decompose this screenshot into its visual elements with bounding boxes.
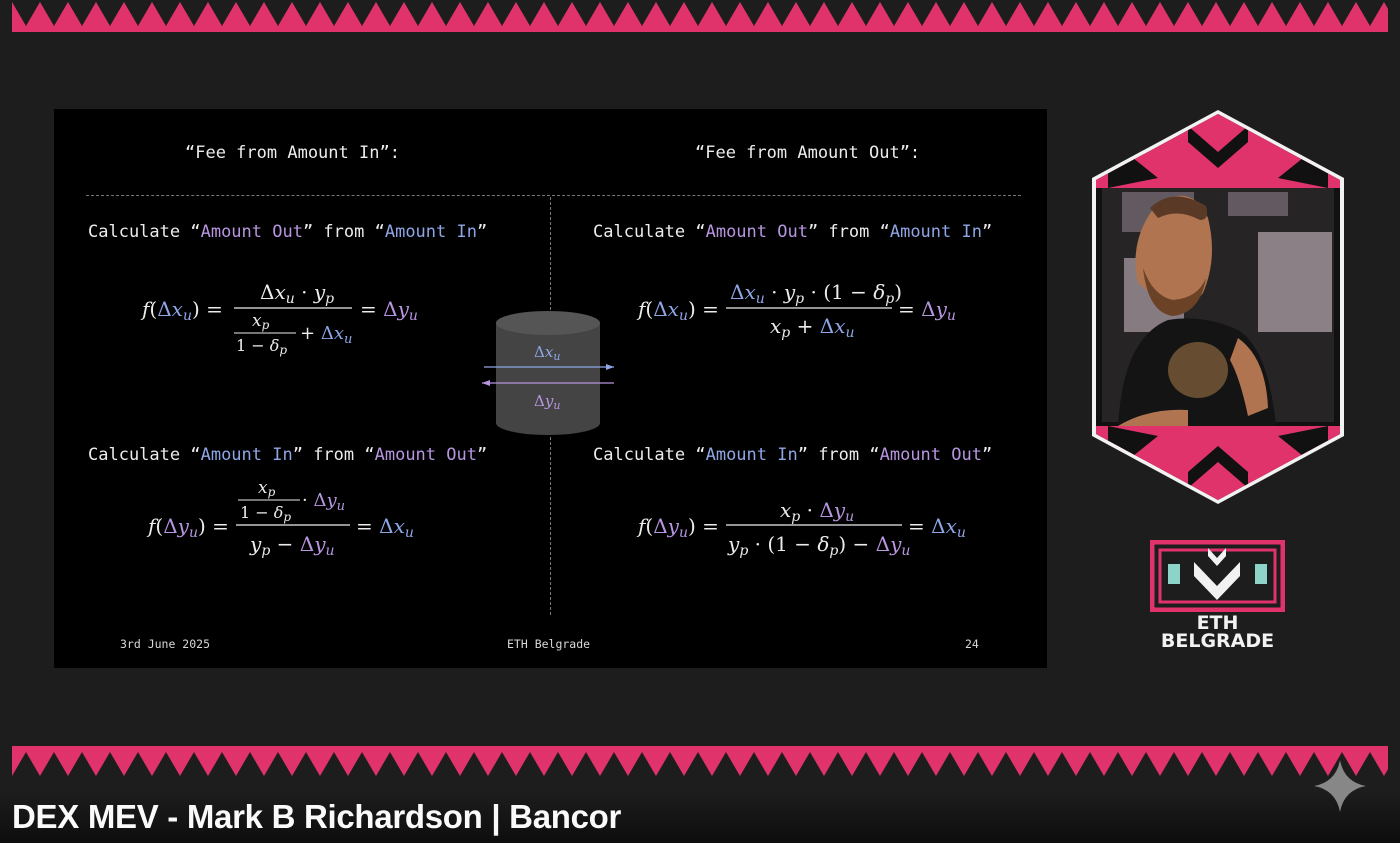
svg-text:= Δyu: = Δyu — [898, 297, 956, 324]
svg-text:+ Δxu: + Δxu — [300, 323, 352, 347]
formula-right-amount-out: f(Δxu) = Δxu · yp · (1 − δp) xp + Δxu = … — [636, 280, 956, 341]
left-calc-amount-out-label: Calculate “Amount Out” from “Amount In” — [88, 222, 488, 242]
svg-text:= Δxu: = Δxu — [908, 514, 966, 541]
slide-footer-date: 3rd June 2025 — [120, 637, 211, 651]
svg-text:xp: xp — [258, 478, 276, 499]
horizontal-divider — [86, 195, 1021, 196]
right-calc-amount-out-label: Calculate “Amount Out” from “Amount In” — [593, 222, 993, 242]
svg-text:f(Δxu) =: f(Δxu) = — [636, 297, 719, 324]
svg-text:f(Δyu) =: f(Δyu) = — [636, 514, 719, 541]
right-column-heading: “Fee from Amount Out”: — [695, 143, 921, 163]
left-calc-amount-in-label: Calculate “Amount In” from “Amount Out” — [88, 445, 488, 465]
svg-text:yp − Δyu: yp − Δyu — [249, 532, 335, 559]
formula-left-amount-out: f(Δxu) = Δxu · yp xp 1 − δp + Δxu = Δyu — [140, 280, 418, 357]
title-gradient — [0, 790, 1400, 843]
svg-text:1 − δp: 1 − δp — [240, 503, 291, 524]
slide-page-number: 24 — [965, 637, 979, 651]
svg-text:xp: xp — [252, 311, 270, 332]
video-title: DEX MEV - Mark B Richardson | Bancor — [12, 798, 622, 835]
left-column-heading: “Fee from Amount In”: — [185, 143, 400, 163]
zigzag-border-bottom — [12, 746, 1388, 776]
svg-text:= Δyu: = Δyu — [360, 297, 418, 324]
svg-text:· Δyu: · Δyu — [302, 490, 345, 514]
svg-text:Δxu · yp · (1 − δp): Δxu · yp · (1 − δp) — [730, 280, 902, 307]
eth-belgrade-logo-icon — [1150, 540, 1285, 612]
svg-text:yp · (1 − δp) − Δyu: yp · (1 − δp) − Δyu — [727, 532, 910, 559]
svg-text:f(Δyu) =: f(Δyu) = — [146, 514, 229, 541]
speaker-badge-image — [1092, 110, 1344, 504]
formula-right-amount-in: f(Δyu) = xp · Δyu yp · (1 − δp) − Δyu = … — [636, 498, 966, 559]
svg-text:xp + Δxu: xp + Δxu — [770, 314, 855, 341]
svg-text:xp · Δyu: xp · Δyu — [780, 498, 854, 525]
svg-text:f(Δxu) =: f(Δxu) = — [140, 297, 223, 324]
zigzag-border-top — [12, 2, 1388, 32]
eth-belgrade-logo-text: ETH BELGRADE — [1160, 612, 1275, 652]
pool-cylinder-icon: Δxu Δyu — [482, 311, 614, 435]
presentation-slide: “Fee from Amount In”: “Fee from Amount O… — [54, 109, 1047, 668]
svg-text:Δxu · yp: Δxu · yp — [260, 280, 334, 307]
svg-text:= Δxu: = Δxu — [356, 514, 414, 541]
right-calc-amount-in-label: Calculate “Amount In” from “Amount Out” — [593, 445, 993, 465]
slide-footer-event: ETH Belgrade — [507, 637, 591, 651]
svg-text:1 − δp: 1 − δp — [236, 336, 287, 357]
formula-left-amount-in: f(Δyu) = xp 1 − δp · Δyu yp − Δyu = Δxu — [146, 478, 414, 559]
sparkle-icon[interactable] — [1310, 756, 1370, 816]
